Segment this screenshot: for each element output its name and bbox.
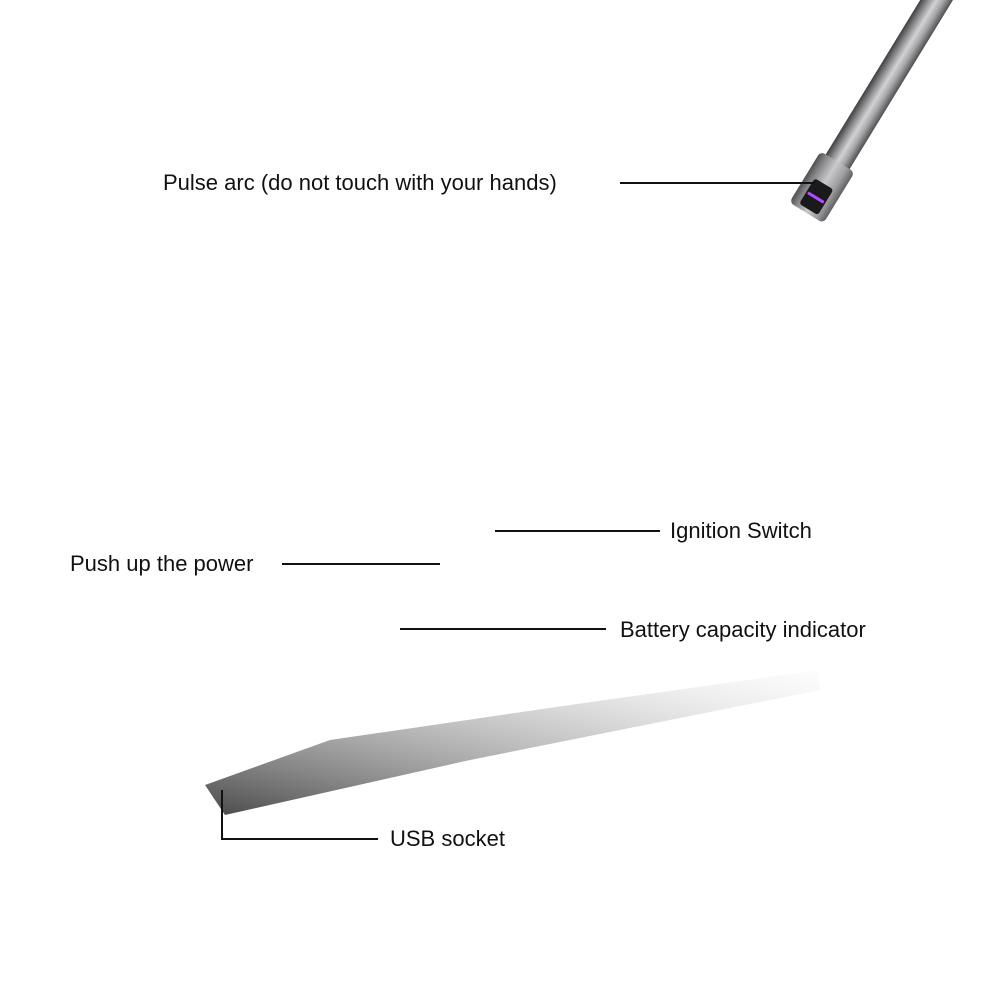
push-power-label: Push up the power (70, 551, 254, 576)
arc-lighter (791, 0, 965, 222)
leader-line-usb (221, 790, 378, 840)
usb-socket-label: USB socket (390, 826, 505, 851)
floor-shadow (205, 670, 820, 815)
pulse-arc-glow (807, 191, 825, 204)
pulse-arc-label: Pulse arc (do not touch with your hands) (163, 170, 557, 195)
leader-lines (221, 182, 815, 840)
upper-tube (824, 0, 965, 171)
ignition-switch-label: Ignition Switch (670, 518, 812, 543)
battery-indicator-label: Battery capacity indicator (620, 617, 866, 642)
